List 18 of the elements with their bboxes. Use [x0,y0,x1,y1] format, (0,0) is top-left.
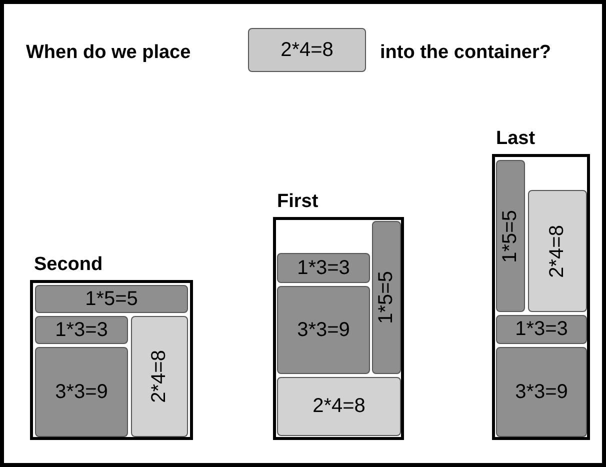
item-block: 3*3=9 [277,286,370,374]
item-block: 3*3=9 [496,347,587,437]
item-block: 3*3=9 [35,347,128,437]
container-heading: Second [34,254,103,276]
item-block: 1*5=5 [496,160,525,312]
item-block: 2*4=8 [528,190,587,312]
question-text: into the container? [380,42,551,64]
item-block: 2*4=8 [277,377,401,436]
item-block: 2*4=8 [131,316,188,437]
item-block: 1*5=5 [372,221,401,374]
container-heading: Last [496,128,536,150]
item-block: 1*5=5 [35,285,188,313]
item-block: 1*3=3 [35,316,128,344]
item-block: 1*3=3 [496,315,587,344]
question-text: When do we place [26,42,191,64]
container-heading: First [277,191,318,213]
item-block: 1*3=3 [277,253,370,283]
item-block: 2*4=8 [248,28,366,72]
